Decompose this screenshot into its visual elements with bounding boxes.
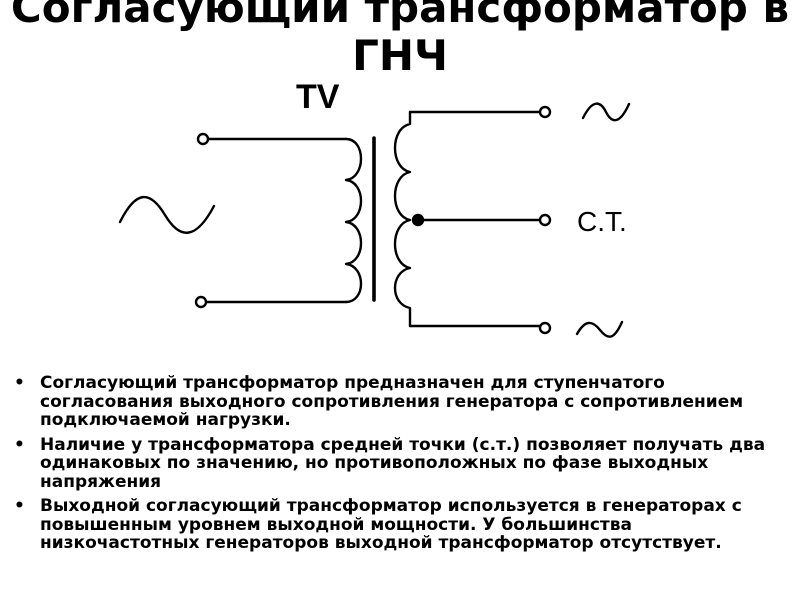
output-terminal-center: [538, 213, 552, 227]
transformer-label: TV: [296, 78, 340, 116]
bullet-marker: •: [14, 496, 25, 516]
center-tap-label: С.Т.: [577, 206, 627, 237]
output-top-sine-wave-icon: [581, 102, 631, 122]
input-terminal-bottom: [194, 295, 208, 309]
slide-title-line-2: ГНЧ: [352, 31, 448, 80]
bullet-text: Наличие у трансформатора средней точки (…: [40, 434, 766, 492]
input-sine-wave-icon: [118, 195, 216, 234]
bullet-marker: •: [14, 373, 25, 393]
bullet-text: Выходной согласующий трансформатор испол…: [40, 496, 742, 553]
bullet-list: • Согласующий трансформатор предназначен …: [12, 374, 792, 559]
bullet-marker: •: [14, 434, 25, 455]
slide-title-line-1: Согласующий трансформатор в: [10, 0, 790, 32]
output-terminal-top: [538, 105, 552, 119]
output-bottom-sine-wave-icon: [575, 320, 624, 338]
bullet-item-3: • Выходной согласующий трансформатор испо…: [12, 497, 792, 553]
transformer-circuit-diagram: TV С.Т.: [118, 78, 631, 338]
bullet-text: Согласующий трансформатор предназначен д…: [40, 373, 744, 430]
primary-winding: [344, 137, 363, 304]
bullet-item-1: • Согласующий трансформатор предназначен …: [12, 374, 792, 430]
center-tap-junction: [411, 213, 425, 227]
input-terminal-top: [196, 132, 210, 146]
secondary-winding: [393, 110, 412, 328]
output-terminal-bottom: [538, 321, 552, 335]
bullet-item-2: • Наличие у трансформатора средней точки …: [12, 434, 792, 492]
